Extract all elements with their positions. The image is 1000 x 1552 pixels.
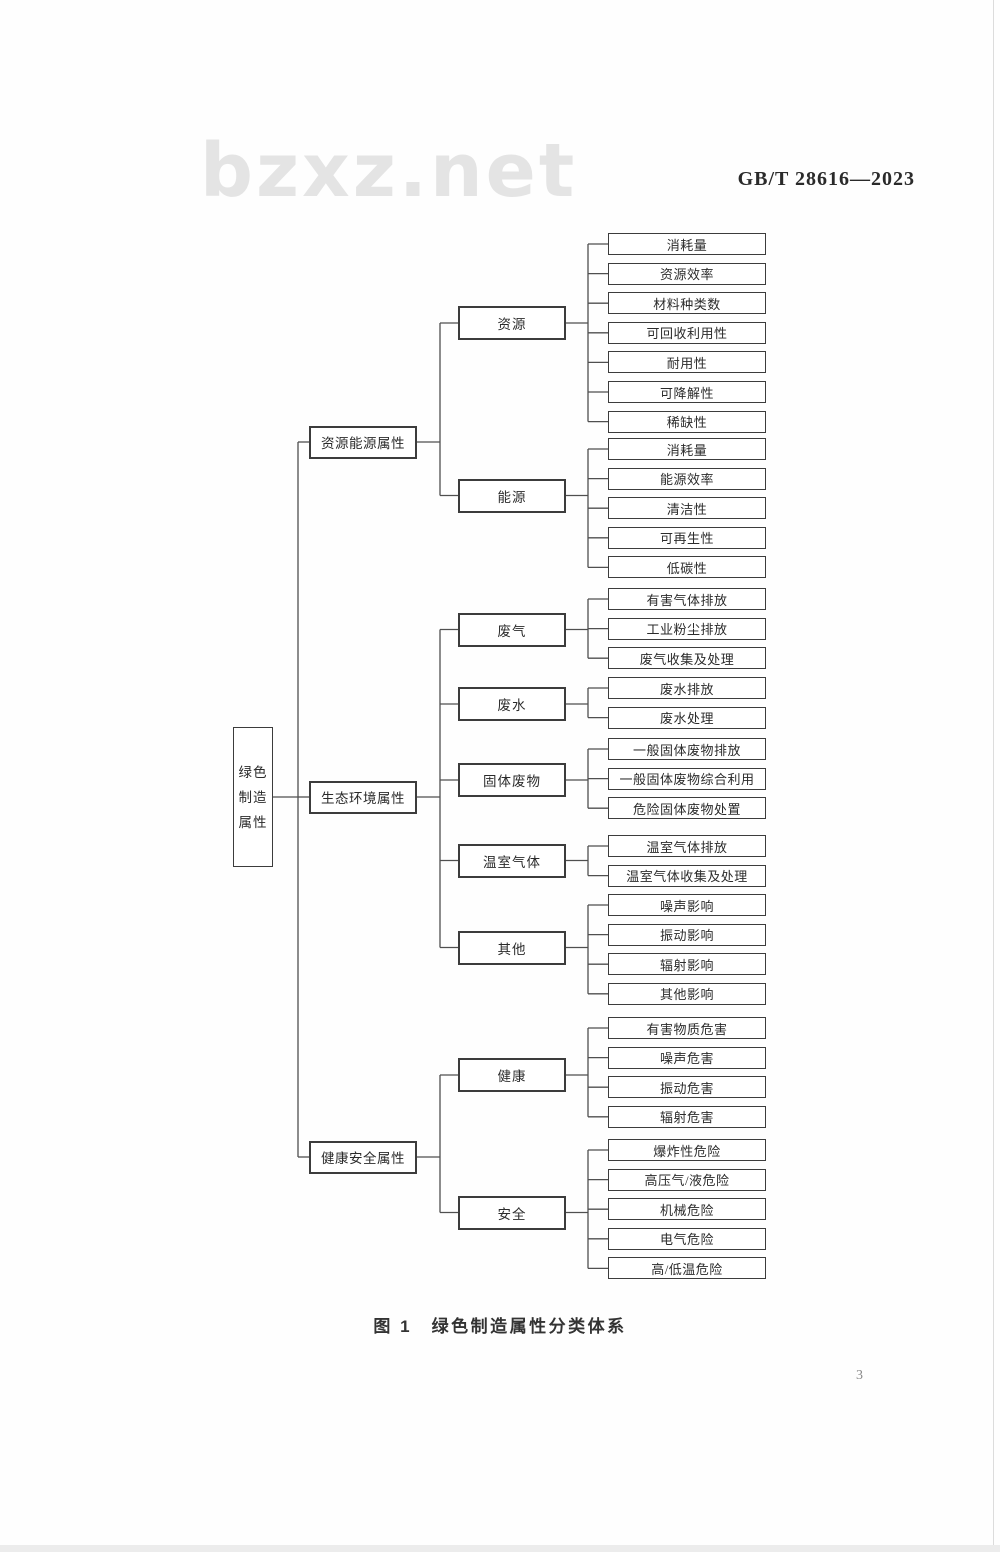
diagram-leaf-node: 低碳性 [608, 556, 766, 579]
diagram-leaf-node: 危险固体废物处置 [608, 797, 766, 820]
diagram-root-node: 绿色制造属性 [233, 727, 273, 867]
diagram-level3-node: 废水 [458, 687, 566, 721]
page-number: 3 [856, 1368, 863, 1383]
diagram-level3-node: 固体废物 [458, 763, 566, 797]
diagram-leaf-node: 材料种类数 [608, 292, 766, 315]
diagram-leaf-node: 爆炸性危险 [608, 1139, 766, 1161]
diagram-leaf-node: 一般固体废物排放 [608, 738, 766, 760]
diagram-leaf-node: 清洁性 [608, 497, 766, 520]
diagram-level3-node: 资源 [458, 306, 566, 340]
diagram-leaf-node: 有害物质危害 [608, 1017, 766, 1039]
scan-edge-bottom [0, 1545, 1000, 1552]
scan-edge-right [993, 0, 994, 1552]
diagram-leaf-node: 振动危害 [608, 1076, 766, 1099]
diagram-leaf-node: 废水处理 [608, 706, 766, 729]
diagram-leaf-node: 资源效率 [608, 262, 766, 285]
diagram-leaf-node: 能源效率 [608, 467, 766, 490]
diagram-leaf-node: 高压气/液危险 [608, 1168, 766, 1191]
diagram-leaf-node: 辐射影响 [608, 953, 766, 976]
diagram-leaf-node: 噪声影响 [608, 894, 766, 916]
diagram-level3-node: 其他 [458, 930, 566, 965]
diagram-leaf-node: 可降解性 [608, 381, 766, 403]
diagram-leaf-node: 温室气体收集及处理 [608, 864, 766, 887]
diagram-leaf-node: 温室气体排放 [608, 835, 766, 857]
diagram-level3-node: 安全 [458, 1195, 566, 1230]
diagram-leaf-node: 电气危险 [608, 1227, 766, 1250]
diagram-leaf-node: 有害气体排放 [608, 588, 766, 610]
standard-code-header: GB/T 28616—2023 [737, 168, 915, 190]
diagram-leaf-node: 其他影响 [608, 982, 766, 1005]
diagram-level3-node: 废气 [458, 612, 566, 647]
diagram-leaf-node: 消耗量 [608, 438, 766, 460]
diagram-leaf-node: 可回收利用性 [608, 321, 766, 344]
diagram-leaf-node: 高/低温危险 [608, 1257, 766, 1280]
diagram-leaf-node: 废气收集及处理 [608, 647, 766, 670]
diagram-leaf-node: 噪声危害 [608, 1046, 766, 1069]
diagram-leaf-node: 机械危险 [608, 1198, 766, 1221]
diagram-level2-node: 资源能源属性 [309, 425, 417, 459]
diagram-level3-node: 能源 [458, 478, 566, 513]
diagram-leaf-node: 可再生性 [608, 526, 766, 549]
diagram-level3-node: 温室气体 [458, 843, 566, 878]
diagram-leaf-node: 耐用性 [608, 351, 766, 374]
diagram-level3-node: 健康 [458, 1058, 566, 1092]
watermark-text: bzxz.net [200, 128, 578, 214]
diagram-level2-node: 健康安全属性 [309, 1140, 417, 1174]
diagram-leaf-node: 工业粉尘排放 [608, 617, 766, 640]
diagram-leaf-node: 一般固体废物综合利用 [608, 767, 766, 790]
figure-caption: 图 1 绿色制造属性分类体系 [373, 1317, 627, 1336]
diagram-leaf-node: 废水排放 [608, 677, 766, 699]
diagram-leaf-node: 辐射危害 [608, 1105, 766, 1128]
diagram-leaf-node: 稀缺性 [608, 410, 766, 433]
diagram-leaf-node: 振动影响 [608, 923, 766, 946]
diagram-leaf-node: 消耗量 [608, 233, 766, 255]
diagram-level2-node: 生态环境属性 [309, 780, 417, 814]
